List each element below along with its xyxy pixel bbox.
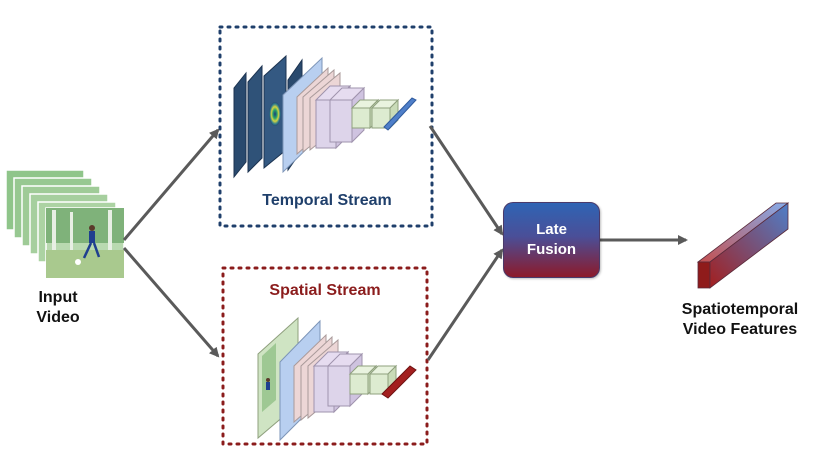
video-frame-front [45, 207, 125, 279]
input-video-label: Input Video [18, 288, 98, 328]
input-video-label-line1: Input [38, 289, 78, 306]
input-video-frames [5, 169, 125, 279]
late-fusion-label-line1: Late [536, 220, 567, 238]
spatial-cnn [257, 316, 417, 442]
late-fusion-box: Late Fusion [503, 202, 600, 278]
spatial-fc-layer-1 [348, 364, 378, 396]
temporal-output-vector [383, 97, 417, 131]
optical-flow-frame-1 [233, 71, 247, 179]
arrow-input-to-temporal [122, 128, 220, 241]
spatial-output-vector [381, 365, 417, 399]
spatiotemporal-feature-vector [696, 202, 790, 289]
temporal-stream-title: Temporal Stream [262, 192, 392, 209]
output-label-line1: Spatiotemporal [681, 301, 799, 318]
temporal-cnn [233, 54, 417, 179]
input-video-label-line2: Video [36, 309, 80, 326]
output-label-line2: Video Features [682, 321, 798, 338]
optical-flow-frame-2 [247, 64, 263, 174]
output-label: Spatiotemporal Video Features [660, 300, 818, 340]
arrow-temporal-to-fusion [428, 125, 504, 236]
spatial-stream-title: Spatial Stream [269, 282, 381, 299]
arrow-spatial-to-fusion [426, 248, 504, 361]
spatial-stream-box [221, 266, 429, 446]
arrow-input-to-spatial [122, 247, 220, 358]
late-fusion-label-line2: Fusion [526, 241, 577, 258]
